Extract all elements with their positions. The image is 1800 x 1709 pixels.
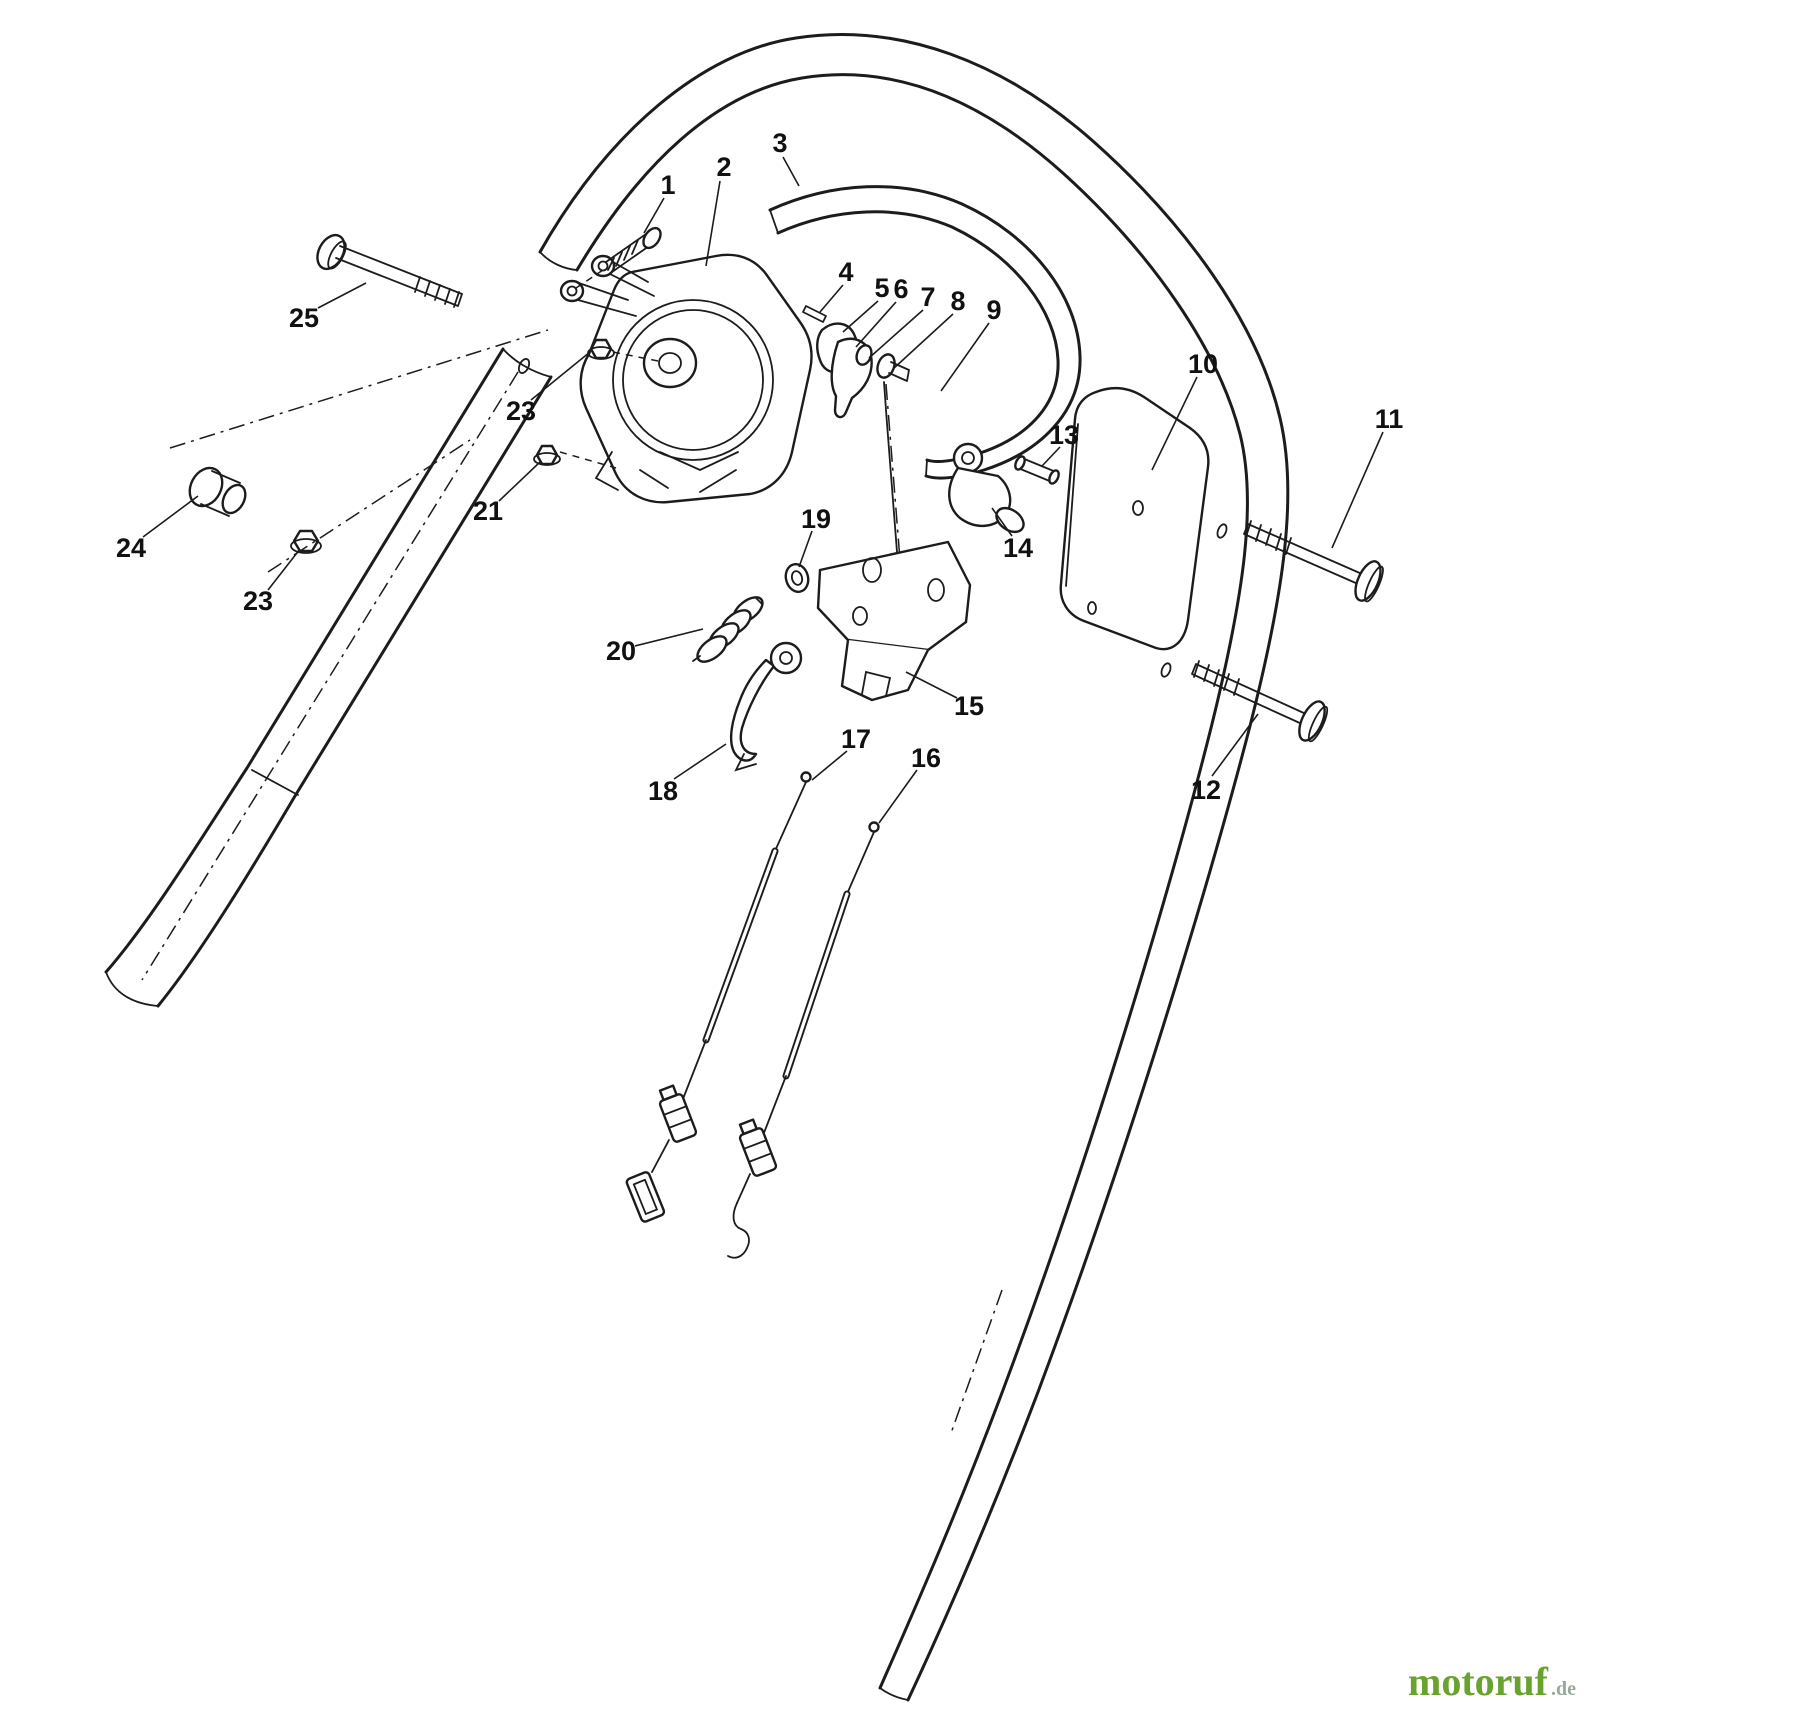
- spring-20: [692, 596, 764, 663]
- control-housing: [559, 253, 813, 504]
- bolt-12: [1191, 660, 1329, 743]
- callout-7: 7: [920, 282, 935, 312]
- callout-16: 16: [911, 743, 941, 773]
- cable-16-z-hook: [727, 1202, 750, 1259]
- callout-17: 17: [841, 724, 871, 754]
- bolt-25: [316, 233, 463, 308]
- callout-3: 3: [772, 128, 787, 158]
- pin-4: [802, 305, 827, 323]
- bolt-11: [1243, 520, 1384, 603]
- callout-21: 21: [473, 496, 503, 526]
- bushing-24: [188, 466, 247, 517]
- callout-24: 24: [116, 533, 146, 563]
- control-bail: [768, 185, 1082, 480]
- washer-19: [784, 562, 810, 594]
- axis-lines: [169, 329, 549, 573]
- cable-16: [727, 821, 880, 1259]
- pin-13: [1014, 455, 1060, 485]
- callout-5: 5: [874, 273, 889, 303]
- callout-12: 12: [1191, 775, 1221, 805]
- callout-6: 6: [893, 274, 908, 304]
- hub-washer: [642, 337, 698, 389]
- callout-20: 20: [606, 636, 636, 666]
- callout-14: 14: [1003, 533, 1033, 563]
- grip-joint-line: [251, 769, 299, 796]
- callout-25: 25: [289, 303, 319, 333]
- watermark-tld: .de: [1551, 1678, 1576, 1700]
- lever-18: [729, 641, 803, 772]
- callout-4: 4: [838, 257, 853, 287]
- nut-23-lower: [290, 529, 322, 554]
- brand-watermark: motoruf .de: [1408, 1659, 1576, 1704]
- nut-23-upper: [587, 338, 659, 362]
- link-rod: [883, 381, 898, 553]
- callout-1: 1: [660, 170, 675, 200]
- cover-plate-10: [1059, 386, 1210, 651]
- handlebar-upper-tube: [538, 33, 1290, 1702]
- callout-leaders: [142, 156, 1384, 824]
- bolt-1: [575, 226, 662, 289]
- bolt-8: [876, 353, 910, 382]
- watermark-brand: motoruf: [1408, 1659, 1549, 1704]
- bracket-15: [816, 540, 972, 702]
- callout-9: 9: [986, 295, 1001, 325]
- cable-17-terminal: [625, 1171, 666, 1223]
- callout-numbers: 1 2 3 4 5 6 7 8 9 10 11 12 13 14 15 16 1…: [116, 128, 1403, 806]
- callout-8: 8: [950, 286, 965, 316]
- callout-23-upper: 23: [506, 396, 536, 426]
- callout-11: 11: [1375, 404, 1404, 434]
- nut-21: [533, 444, 617, 469]
- callout-19: 19: [801, 504, 831, 534]
- trigger-cluster: [802, 305, 910, 561]
- callout-2: 2: [716, 152, 731, 182]
- callout-13: 13: [1049, 420, 1079, 450]
- handle-junction-hole: [517, 358, 531, 374]
- callout-23-lower: 23: [243, 586, 273, 616]
- bolt-hole-upper: [1216, 523, 1228, 539]
- callout-18: 18: [648, 776, 678, 806]
- cable-17: [625, 771, 812, 1223]
- callout-10: 10: [1188, 349, 1218, 379]
- callout-15: 15: [954, 691, 984, 721]
- handle-lower-tube: [104, 347, 553, 1008]
- bolt-hole-lower: [1160, 662, 1172, 678]
